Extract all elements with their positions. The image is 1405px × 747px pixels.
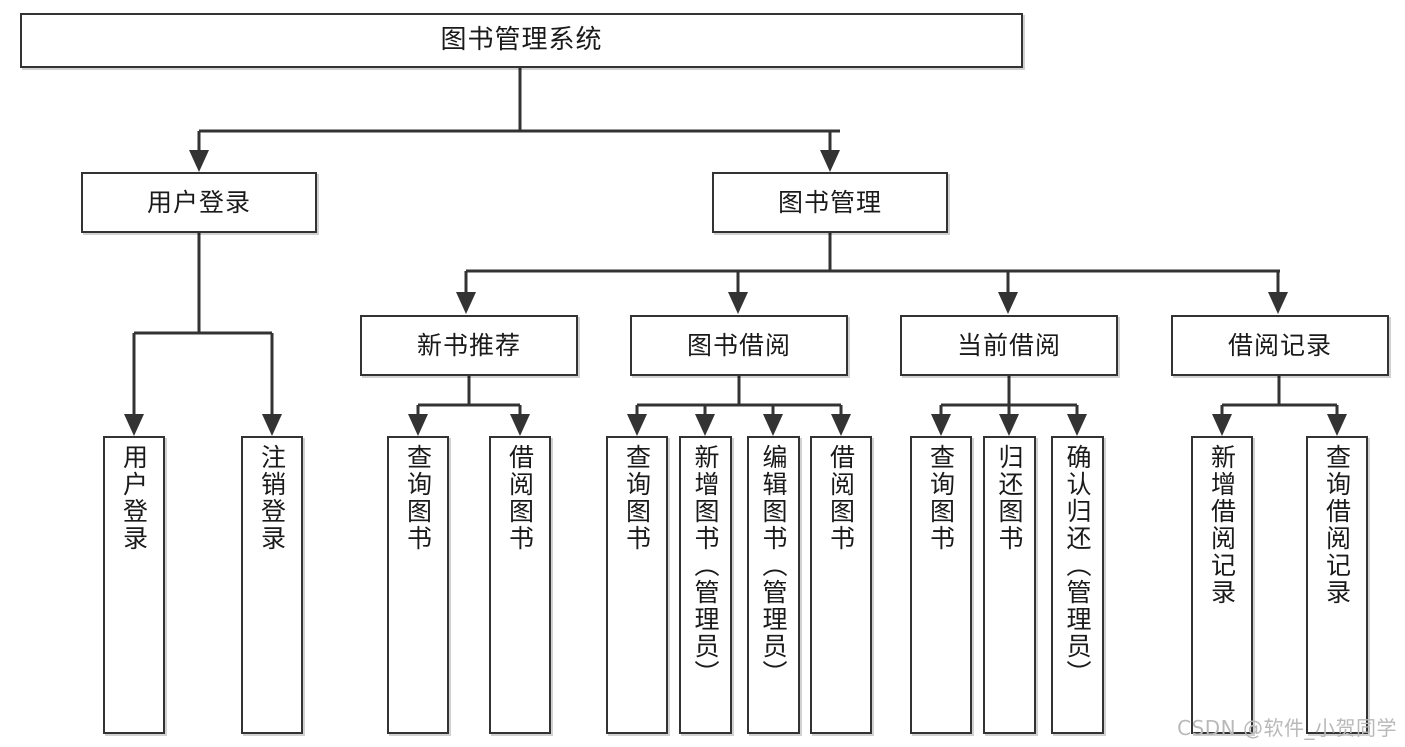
- node-leaf-confirm-return-admin[interactable]: 确认归还（管理员）: [1051, 436, 1104, 734]
- node-label: 图书管理: [777, 187, 882, 217]
- node-label: 查询借阅记录: [1322, 444, 1352, 606]
- node-current-borrow[interactable]: 当前借阅: [900, 315, 1118, 376]
- node-leaf-query-book-current[interactable]: 查询图书: [910, 436, 972, 734]
- node-label: 当前借阅: [956, 330, 1061, 360]
- node-leaf-add-borrow-record[interactable]: 新增借阅记录: [1191, 436, 1253, 734]
- node-leaf-user-logout[interactable]: 注销登录: [241, 436, 303, 734]
- node-leaf-query-borrow-record[interactable]: 查询借阅记录: [1306, 436, 1368, 734]
- node-label: 借阅图书: [826, 444, 856, 552]
- node-leaf-borrow-book[interactable]: 借阅图书: [810, 436, 872, 734]
- node-label: 新书推荐: [416, 330, 521, 360]
- node-label: 查询图书: [403, 444, 433, 552]
- node-label: 查询图书: [926, 444, 956, 552]
- node-new-book-recommend[interactable]: 新书推荐: [360, 315, 578, 376]
- node-root-system[interactable]: 图书管理系统: [20, 13, 1023, 68]
- node-label: 图书管理系统: [440, 24, 603, 55]
- node-label: 新增借阅记录: [1207, 444, 1237, 606]
- node-borrow-record[interactable]: 借阅记录: [1171, 315, 1389, 376]
- node-label: 查询图书: [622, 444, 652, 552]
- node-leaf-borrow-book-recommend[interactable]: 借阅图书: [489, 436, 551, 734]
- node-leaf-return-book[interactable]: 归还图书: [983, 436, 1036, 734]
- node-leaf-user-login[interactable]: 用户登录: [103, 436, 165, 734]
- node-label: 用户登录: [146, 187, 251, 217]
- node-label: 借阅图书: [505, 444, 535, 552]
- node-label: 用户登录: [119, 444, 149, 552]
- node-label: 注销登录: [257, 444, 287, 552]
- node-user-login[interactable]: 用户登录: [81, 172, 317, 233]
- node-label: 确认归还（管理员）: [1063, 444, 1092, 687]
- node-leaf-query-book-recommend[interactable]: 查询图书: [387, 436, 449, 734]
- csdn-watermark: CSDN @软件_小贺同学: [1177, 716, 1397, 740]
- node-label: 新增图书（管理员）: [691, 444, 720, 687]
- node-book-borrow[interactable]: 图书借阅: [630, 315, 848, 376]
- node-leaf-query-book-borrow[interactable]: 查询图书: [606, 436, 668, 734]
- node-label: 借阅记录: [1227, 330, 1332, 360]
- node-label: 图书借阅: [686, 330, 791, 360]
- node-label: 归还图书: [995, 444, 1024, 552]
- node-book-management[interactable]: 图书管理: [712, 172, 948, 233]
- node-leaf-edit-book-admin[interactable]: 编辑图书（管理员）: [747, 436, 800, 734]
- node-leaf-add-book-admin[interactable]: 新增图书（管理员）: [679, 436, 732, 734]
- node-label: 编辑图书（管理员）: [759, 444, 788, 687]
